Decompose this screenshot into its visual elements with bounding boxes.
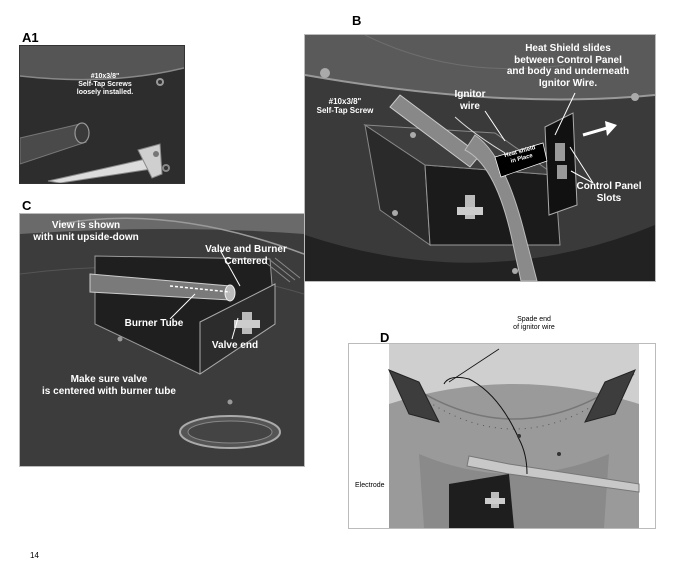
b-control-panel-slots-label: Control Panel Slots bbox=[576, 181, 642, 204]
panel-c-illustration: View is shown with unit upside-down Valv… bbox=[19, 213, 305, 467]
c-valve-end-label: Valve end bbox=[211, 340, 259, 351]
panel-a1-letter: A1 bbox=[22, 30, 39, 45]
b-ignitor-wire-label: Ignitor wire bbox=[454, 89, 486, 112]
d-spade-end-label-outer: Spade end of ignitor wire bbox=[513, 316, 555, 332]
a1-screw-note: #10x3/8" Self-Tap Screws loosely install… bbox=[76, 73, 134, 97]
c-make-sure-note: Make sure valve is centered with burner … bbox=[42, 374, 176, 397]
c-valve-burner-centered-label: Valve and Burner Centered bbox=[205, 244, 287, 267]
panel-a1-illustration: #10x3/8" Self-Tap Screws loosely install… bbox=[19, 45, 185, 184]
panel-d-illustration: Spade end of ignitor wire Electrode bbox=[348, 343, 656, 529]
panel-c-letter: C bbox=[22, 198, 32, 213]
panel-b-illustration: Heat Shield slides between Control Panel… bbox=[304, 34, 656, 282]
b-screw-label: #10x3/8" Self-Tap Screw bbox=[316, 97, 374, 116]
page-number: 14 bbox=[30, 551, 39, 560]
b-heat-shield-note: Heat Shield slides between Control Panel… bbox=[506, 43, 630, 89]
panel-b-letter: B bbox=[352, 13, 362, 28]
c-burner-tube-label: Burner Tube bbox=[124, 318, 184, 329]
d-electrode-label: Electrode bbox=[355, 482, 385, 489]
c-upside-down-note: View is shown with unit upside-down bbox=[33, 220, 139, 243]
panel-d-letter: D bbox=[380, 330, 390, 345]
